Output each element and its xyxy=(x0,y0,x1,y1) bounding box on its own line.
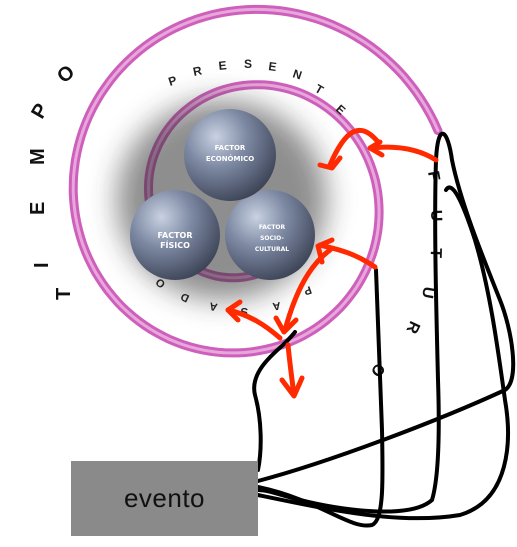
sphere-factor-fisico: FACTOR FÍSICO xyxy=(130,190,220,280)
presente-letter-3: E xyxy=(218,58,227,73)
pasado-letter-1: P xyxy=(302,283,313,297)
tiempo-letter-5: P xyxy=(27,100,53,123)
futuro-letter-1: F xyxy=(424,170,442,183)
futuro-letter-4: U xyxy=(418,285,437,299)
sphere-economico-line1: FACTOR xyxy=(215,144,246,152)
arrow-down xyxy=(279,342,305,399)
line-to-pasado xyxy=(256,268,385,528)
sphere-sociocultural-line3: CULTURAL xyxy=(255,246,289,253)
presente-letter-4: S xyxy=(244,57,252,71)
pasado-letter-3: S xyxy=(241,305,248,317)
arrow-pasado-left xyxy=(225,299,283,341)
sphere-sociocultural-line1: FACTOR xyxy=(259,224,286,231)
evento-box: evento xyxy=(71,461,258,536)
presente-letter-5: E xyxy=(268,59,278,74)
line-to-presente xyxy=(256,185,510,521)
red-arrows xyxy=(225,128,439,399)
pasado-letter-4: A xyxy=(208,299,218,312)
tiempo-letter-4: M xyxy=(27,148,49,165)
sphere-factor-economico: FACTOR ECONÓMICO xyxy=(184,109,276,201)
futuro-letter-6: O xyxy=(367,359,388,379)
evento-connector-lines xyxy=(252,131,516,528)
tiempo-letter-6: O xyxy=(53,61,79,88)
pasado-label: P A S A D O xyxy=(153,275,313,317)
pasado-letter-2: A xyxy=(272,299,282,312)
arrow-presente xyxy=(317,128,381,171)
evento-label: evento xyxy=(123,483,206,513)
sphere-fisico-line2: FÍSICO xyxy=(160,239,190,250)
line-to-pasado-lower xyxy=(252,330,297,472)
arrow-futuro xyxy=(367,139,439,163)
sphere-fisico-line1: FACTOR xyxy=(157,231,192,240)
presente-letter-1: P xyxy=(167,73,179,89)
presente-letter-2: R xyxy=(192,63,204,79)
tiempo-letter-2: I xyxy=(31,262,53,268)
presente-letter-6: N xyxy=(291,67,304,83)
futuro-letter-5: R xyxy=(402,318,422,336)
tiempo-letter-1: T xyxy=(53,288,75,300)
arrow-pasado-upper xyxy=(273,247,333,335)
sphere-sociocultural-line2: SOCIO- xyxy=(260,235,284,242)
sphere-economico-line2: ECONÓMICO xyxy=(206,154,254,163)
sphere-factor-sociocultural: FACTOR SOCIO- CULTURAL xyxy=(225,190,315,280)
tiempo-letter-3: E xyxy=(27,202,49,215)
